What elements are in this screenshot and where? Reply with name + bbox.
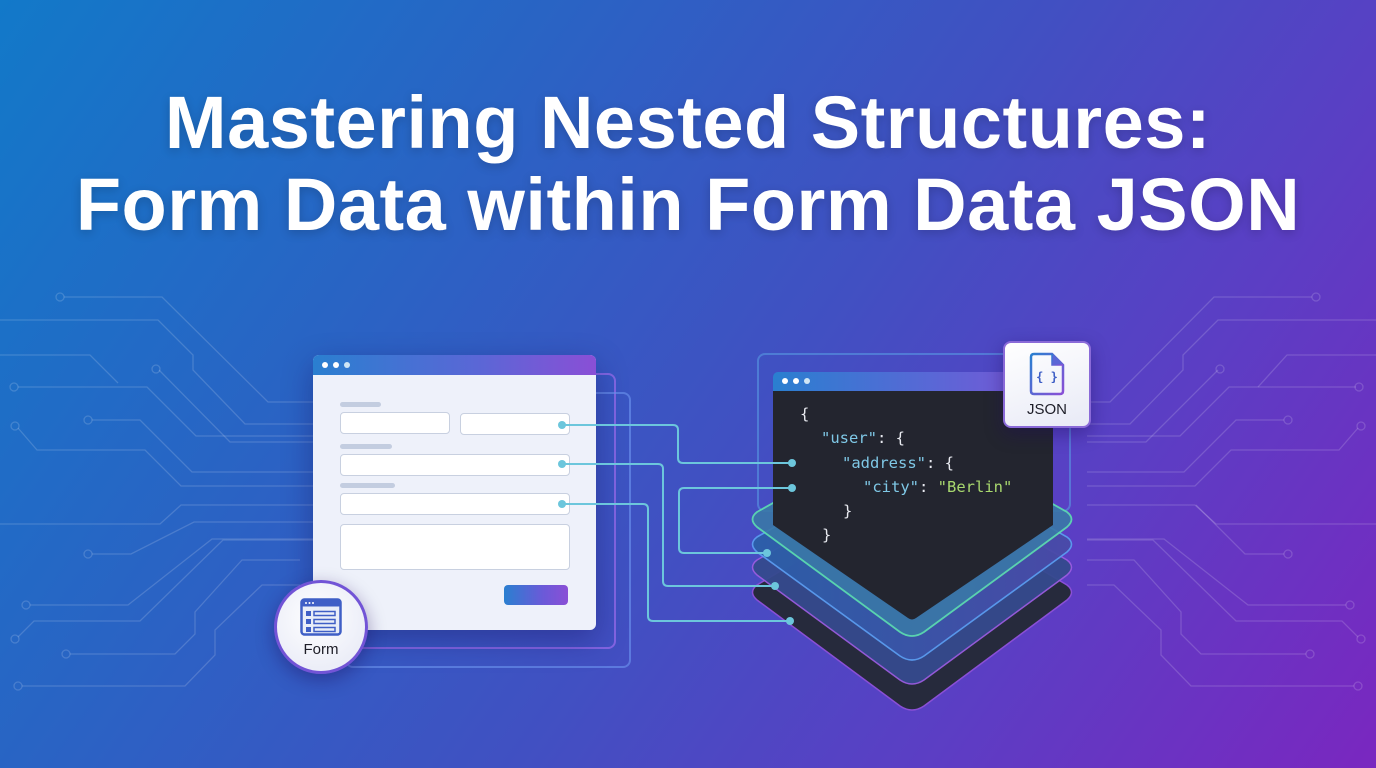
title-line-1: Mastering Nested Structures: — [164, 81, 1212, 164]
form-badge: Form — [274, 580, 368, 674]
window-dots — [322, 362, 350, 368]
window-dot-icon — [322, 362, 328, 368]
code-line-3: "address": { — [842, 454, 954, 472]
code-body — [773, 390, 1053, 620]
form-window — [313, 355, 596, 630]
form-titlebar — [313, 355, 596, 375]
code-line-1: { — [800, 405, 810, 423]
connector-dot — [558, 460, 566, 468]
connector-dot — [558, 500, 566, 508]
window-dot-icon — [804, 378, 810, 384]
form-badge-label: Form — [303, 641, 339, 658]
code-titlebar — [773, 372, 1053, 391]
connector-dot — [786, 617, 794, 625]
code-line-5: } — [843, 502, 853, 520]
connector-dot — [771, 582, 779, 590]
form-window-icon — [300, 598, 342, 636]
connector-dot — [788, 484, 796, 492]
window-dot-icon — [333, 362, 339, 368]
connector-dot — [763, 549, 771, 557]
field-label-2 — [340, 444, 392, 449]
code-line-4: "city": "Berlin" — [863, 478, 1013, 496]
window-dots — [782, 378, 810, 384]
code-line-2: "user": { — [821, 429, 905, 447]
svg-text:{ }: { } — [1036, 370, 1058, 384]
json-code: { "user": { "address": { "city": "Berlin… — [773, 372, 1053, 622]
json-badge: { } JSON — [1003, 341, 1091, 428]
submit-button[interactable] — [504, 585, 568, 605]
first-input-field[interactable] — [340, 412, 450, 434]
field-label-3 — [340, 483, 395, 488]
json-badge-label: JSON — [1026, 401, 1067, 418]
window-dot-icon — [782, 378, 788, 384]
code-line-6: } — [822, 526, 832, 544]
field-label-1 — [340, 402, 381, 407]
textarea-field[interactable] — [340, 524, 570, 570]
page-title: Mastering Nested Structures: Form Data w… — [0, 82, 1376, 246]
window-dot-icon — [793, 378, 799, 384]
window-dot-icon — [344, 362, 350, 368]
title-line-2: Form Data within Form Data JSON — [75, 163, 1301, 246]
connector-dot — [788, 459, 796, 467]
connector-dot — [558, 421, 566, 429]
json-code-window: { "user": { "address": { "city": "Berlin… — [773, 372, 1053, 622]
json-file-icon: { } — [1029, 352, 1065, 396]
